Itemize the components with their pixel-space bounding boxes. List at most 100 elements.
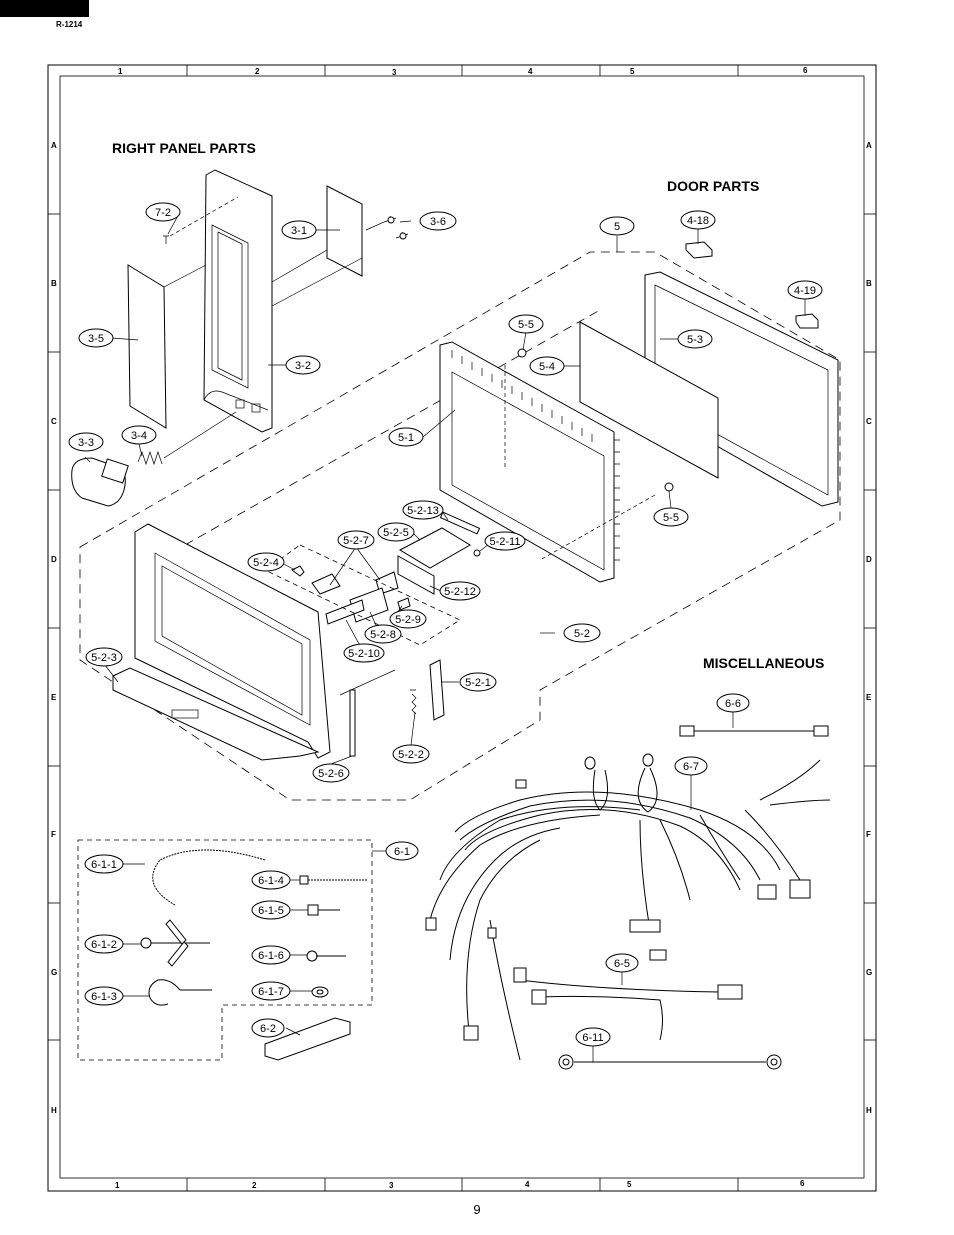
callout-6-1-4: 6-1-4 [251, 870, 291, 890]
model-number: R-1214 [56, 20, 83, 29]
svg-text:6-1-2: 6-1-2 [91, 939, 117, 951]
callout-6-1-6: 6-1-6 [251, 945, 291, 965]
row-label-left: F [51, 830, 56, 839]
section-title-door: DOOR PARTS [667, 178, 759, 194]
col-label-top: 4 [528, 67, 533, 76]
door-assembly-boundary [79, 251, 841, 801]
callout-4-19: 4-19 [787, 280, 823, 300]
row-label-left: H [51, 1106, 57, 1115]
col-label-top: 2 [255, 67, 260, 76]
svg-text:5-5: 5-5 [663, 512, 679, 524]
part-6-1-4-screw [299, 875, 368, 885]
part-5-2-12-frame [397, 555, 435, 595]
callout-leaders [84, 211, 806, 1062]
svg-text:6-1-6: 6-1-6 [258, 950, 284, 962]
callout-5-2-2: 5-2-2 [392, 744, 430, 764]
grid-column-labels: 1 2 3 4 5 6 1 2 3 4 5 6 [115, 66, 808, 1190]
col-label-top: 6 [803, 66, 808, 75]
part-6-1-5-screw [307, 904, 340, 916]
svg-text:4-19: 4-19 [794, 285, 816, 297]
callout-5-2-8: 5-2-8 [364, 624, 402, 644]
callout-3-5: 3-5 [78, 328, 114, 348]
callouts: 7-2 3-1 3-6 3-5 3-2 3-3 3-4 5 4-18 4-19 … [68, 202, 823, 1047]
row-label-right: H [866, 1106, 872, 1115]
svg-text:6-1-3: 6-1-3 [91, 991, 117, 1003]
row-label-left: A [51, 141, 57, 150]
callout-5-2-9: 5-2-9 [389, 609, 427, 629]
part-5-2-4-spring [291, 565, 305, 577]
callout-5-5-top: 5-5 [508, 314, 544, 334]
row-label-left: G [51, 968, 57, 977]
part-5-2-8-block [349, 587, 389, 623]
part-3-1-plate [326, 185, 363, 277]
svg-text:3-2: 3-2 [295, 360, 311, 372]
svg-text:5-1: 5-1 [398, 432, 414, 444]
part-5-5-screw-bottom [664, 482, 674, 492]
part-3-4-spring [137, 450, 163, 466]
svg-text:6-1-5: 6-1-5 [258, 905, 284, 917]
part-6-5-wire-harness [513, 967, 743, 1041]
row-label-right: D [866, 555, 872, 564]
page-number: 9 [473, 1202, 481, 1217]
svg-text:6-6: 6-6 [725, 698, 741, 710]
col-label-bottom: 4 [525, 1180, 530, 1189]
svg-text:6-11: 6-11 [582, 1032, 603, 1044]
drawing-frame [47, 64, 877, 1192]
callout-5-2-12: 5-2-12 [439, 581, 481, 601]
row-label-left: D [51, 555, 57, 564]
part-5-2-6-gasket [349, 689, 356, 757]
part-7-2-screw [163, 235, 169, 244]
callout-6-1-2: 6-1-2 [84, 934, 124, 954]
callout-5-1: 5-1 [388, 427, 424, 447]
part-5-2-2-spring [410, 689, 417, 715]
part-5-4-glass [579, 321, 719, 479]
part-5-2-choke-cover [134, 523, 331, 759]
part-6-6-cord [679, 725, 829, 737]
callout-5-5-bottom: 5-5 [653, 507, 689, 527]
part-4-19-clip [795, 313, 819, 329]
callout-5-2-5: 5-2-5 [377, 522, 415, 542]
part-5-2-7-latch [311, 573, 341, 595]
section-title-misc: MISCELLANEOUS [703, 655, 824, 671]
callout-6-11: 6-11 [575, 1027, 611, 1047]
row-label-right: G [866, 968, 872, 977]
part-5-2-1-lever [429, 659, 445, 721]
part-6-2-bracket [264, 1017, 351, 1061]
callout-5-2-6: 5-2-6 [312, 763, 350, 783]
svg-text:5-2-8: 5-2-8 [370, 629, 396, 641]
svg-text:7-2: 7-2 [155, 207, 171, 219]
svg-text:6-2: 6-2 [260, 1023, 276, 1035]
row-label-right: F [866, 830, 871, 839]
svg-text:5-3: 5-3 [687, 334, 703, 346]
svg-text:5-2-13: 5-2-13 [407, 505, 439, 517]
svg-text:4-18: 4-18 [687, 215, 709, 227]
svg-text:5-2-4: 5-2-4 [253, 557, 279, 569]
callout-5: 5 [599, 216, 635, 236]
part-6-1-6-screw [306, 950, 346, 962]
svg-text:5-2-6: 5-2-6 [318, 768, 344, 780]
callout-5-2-10: 5-2-10 [343, 643, 385, 663]
callout-6-1-7: 6-1-7 [251, 981, 291, 1001]
svg-text:6-1-1: 6-1-1 [91, 859, 117, 871]
callout-3-3: 3-3 [68, 432, 104, 452]
part-3-2-right-panel [203, 169, 273, 433]
row-label-right: E [866, 693, 872, 702]
callout-6-1-1: 6-1-1 [84, 854, 124, 874]
part-5-2-10-strip [325, 599, 365, 625]
callout-6-1: 6-1 [385, 841, 419, 861]
part-5-2-11-screw [473, 549, 481, 557]
svg-text:5-2-3: 5-2-3 [91, 652, 117, 664]
col-label-bottom: 6 [800, 1179, 805, 1188]
svg-text:6-5: 6-5 [614, 958, 630, 970]
callout-5-2-11: 5-2-11 [484, 531, 526, 551]
col-label-top: 3 [392, 68, 397, 77]
svg-text:5: 5 [614, 221, 620, 233]
part-5-1-inner-door [439, 341, 615, 583]
svg-text:5-2-7: 5-2-7 [343, 535, 369, 547]
part-4-18-clip [685, 241, 713, 259]
part-5-2-13-rod [439, 511, 481, 535]
svg-text:3-5: 3-5 [88, 333, 104, 345]
callout-3-4: 3-4 [121, 425, 157, 445]
svg-text:5-2-5: 5-2-5 [383, 527, 409, 539]
